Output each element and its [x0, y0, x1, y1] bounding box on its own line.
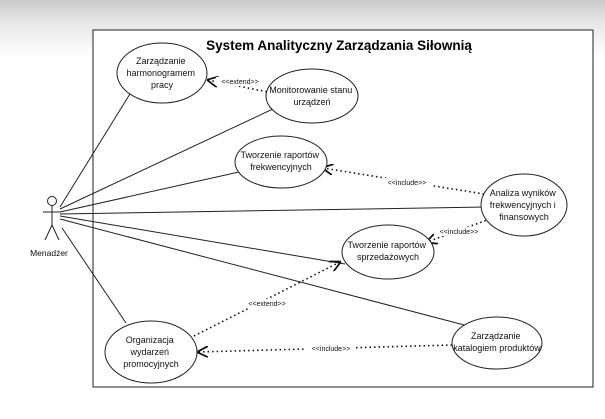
use-case-uc1-shape: [116, 42, 208, 104]
svg-text:Zarządzanie harmonograme: Zarządzanie harmonogramem pracy: [126, 56, 197, 90]
use-case-uc6-line-2: wydarzeń: [129, 347, 169, 357]
use-case-uc7-line-2: katalogiem produktów: [453, 343, 541, 353]
use-case-uc2[interactable]: Monitorowanie stanu urządzeń: [265, 68, 359, 124]
use-case-uc5-line-1: Tworzenie raportów: [347, 240, 426, 250]
use-case-uc6-shape: [104, 320, 198, 384]
use-case-uc2-shape: [265, 68, 359, 124]
association-uc2: [59, 107, 276, 210]
svg-text:Tworzenie raportów frekw: Tworzenie raportów frekwencyjnych: [240, 150, 321, 172]
use-case-uc1-line-1: Zarządzanie: [136, 56, 186, 66]
use-case-uc4-line-3: finansowych: [499, 212, 549, 222]
association-uc3: [59, 171, 240, 213]
svg-text:Analiza wyników frekwenc: Analiza wyników frekwencyjnych i finanso…: [490, 188, 559, 222]
association-uc6: [61, 227, 127, 324]
association-uc1: [59, 88, 134, 208]
use-case-uc1[interactable]: Zarządzanie harmonogramem pracy: [116, 42, 208, 104]
use-case-uc5-line-2: sprzedażowych: [357, 252, 419, 262]
use-case-uc3-shape: [234, 135, 328, 189]
use-case-uc1-line-2: harmonogramem: [126, 68, 195, 78]
use-case-uc7-shape: [451, 316, 543, 370]
svg-text:Organizacja wydarzeń: Organizacja wydarzeń promocyjnych: [123, 335, 179, 369]
relation-r1-label: <<extend>>: [221, 79, 258, 86]
relation-r5-label: <<include>>: [312, 346, 351, 353]
use-case-uc6-line-3: promocyjnych: [123, 359, 179, 369]
associations: [59, 88, 487, 327]
association-uc4: [59, 206, 487, 215]
use-case-uc4[interactable]: Analiza wyników frekwencyjnych i finanso…: [480, 173, 568, 237]
actor-label: Menadżer: [30, 248, 68, 258]
use-case-uc5-shape: [341, 224, 435, 280]
svg-text:Tworzenie raportów sprze: Tworzenie raportów sprzedażowych: [347, 240, 428, 262]
system-title: System Analityczny Zarządzania Siłownią: [206, 38, 472, 53]
actor-stick-figure-icon: [43, 196, 61, 241]
use-case-uc5[interactable]: Tworzenie raportów sprzedażowych: [341, 224, 435, 280]
use-case-uc2-line-1: Monitorowanie stanu: [269, 85, 352, 95]
use-case-uc6-line-1: Organizacja: [126, 335, 174, 345]
use-case-uc3[interactable]: Tworzenie raportów frekwencyjnych: [234, 135, 328, 189]
use-case-uc6[interactable]: Organizacja wydarzeń promocyjnych: [104, 320, 198, 384]
relation-r3-label: <<include>>: [440, 229, 479, 236]
use-case-uc3-line-2: frekwencyjnych: [250, 162, 312, 172]
svg-text:Zarządzanie katalogiem p: Zarządzanie katalogiem produktów: [453, 331, 541, 353]
use-case-uc2-line-2: urządzeń: [293, 97, 330, 107]
use-case-uc4-line-1: Analiza wyników: [490, 188, 557, 198]
use-case-uc1-line-3: pracy: [151, 80, 174, 90]
svg-text:Monitorowanie stanu urzą: Monitorowanie stanu urządzeń: [269, 85, 355, 107]
association-uc5: [59, 215, 346, 265]
use-case-uc4-shape: [480, 173, 568, 237]
relation-r4-label: <<extend>>: [248, 301, 285, 308]
use-case-uc7[interactable]: Zarządzanie katalogiem produktów: [451, 316, 543, 370]
use-case-uc4-line-2: frekwencyjnych i: [490, 200, 556, 210]
relation-r2-label: <<include>>: [388, 180, 427, 187]
use-case-uc3-line-1: Tworzenie raportów: [240, 150, 319, 160]
use-case-uc7-line-1: Zarządzanie: [471, 331, 521, 341]
relationship-labels: <<extend>> <<include>> <<include>> <<ext…: [216, 77, 484, 353]
association-uc7: [59, 218, 469, 327]
